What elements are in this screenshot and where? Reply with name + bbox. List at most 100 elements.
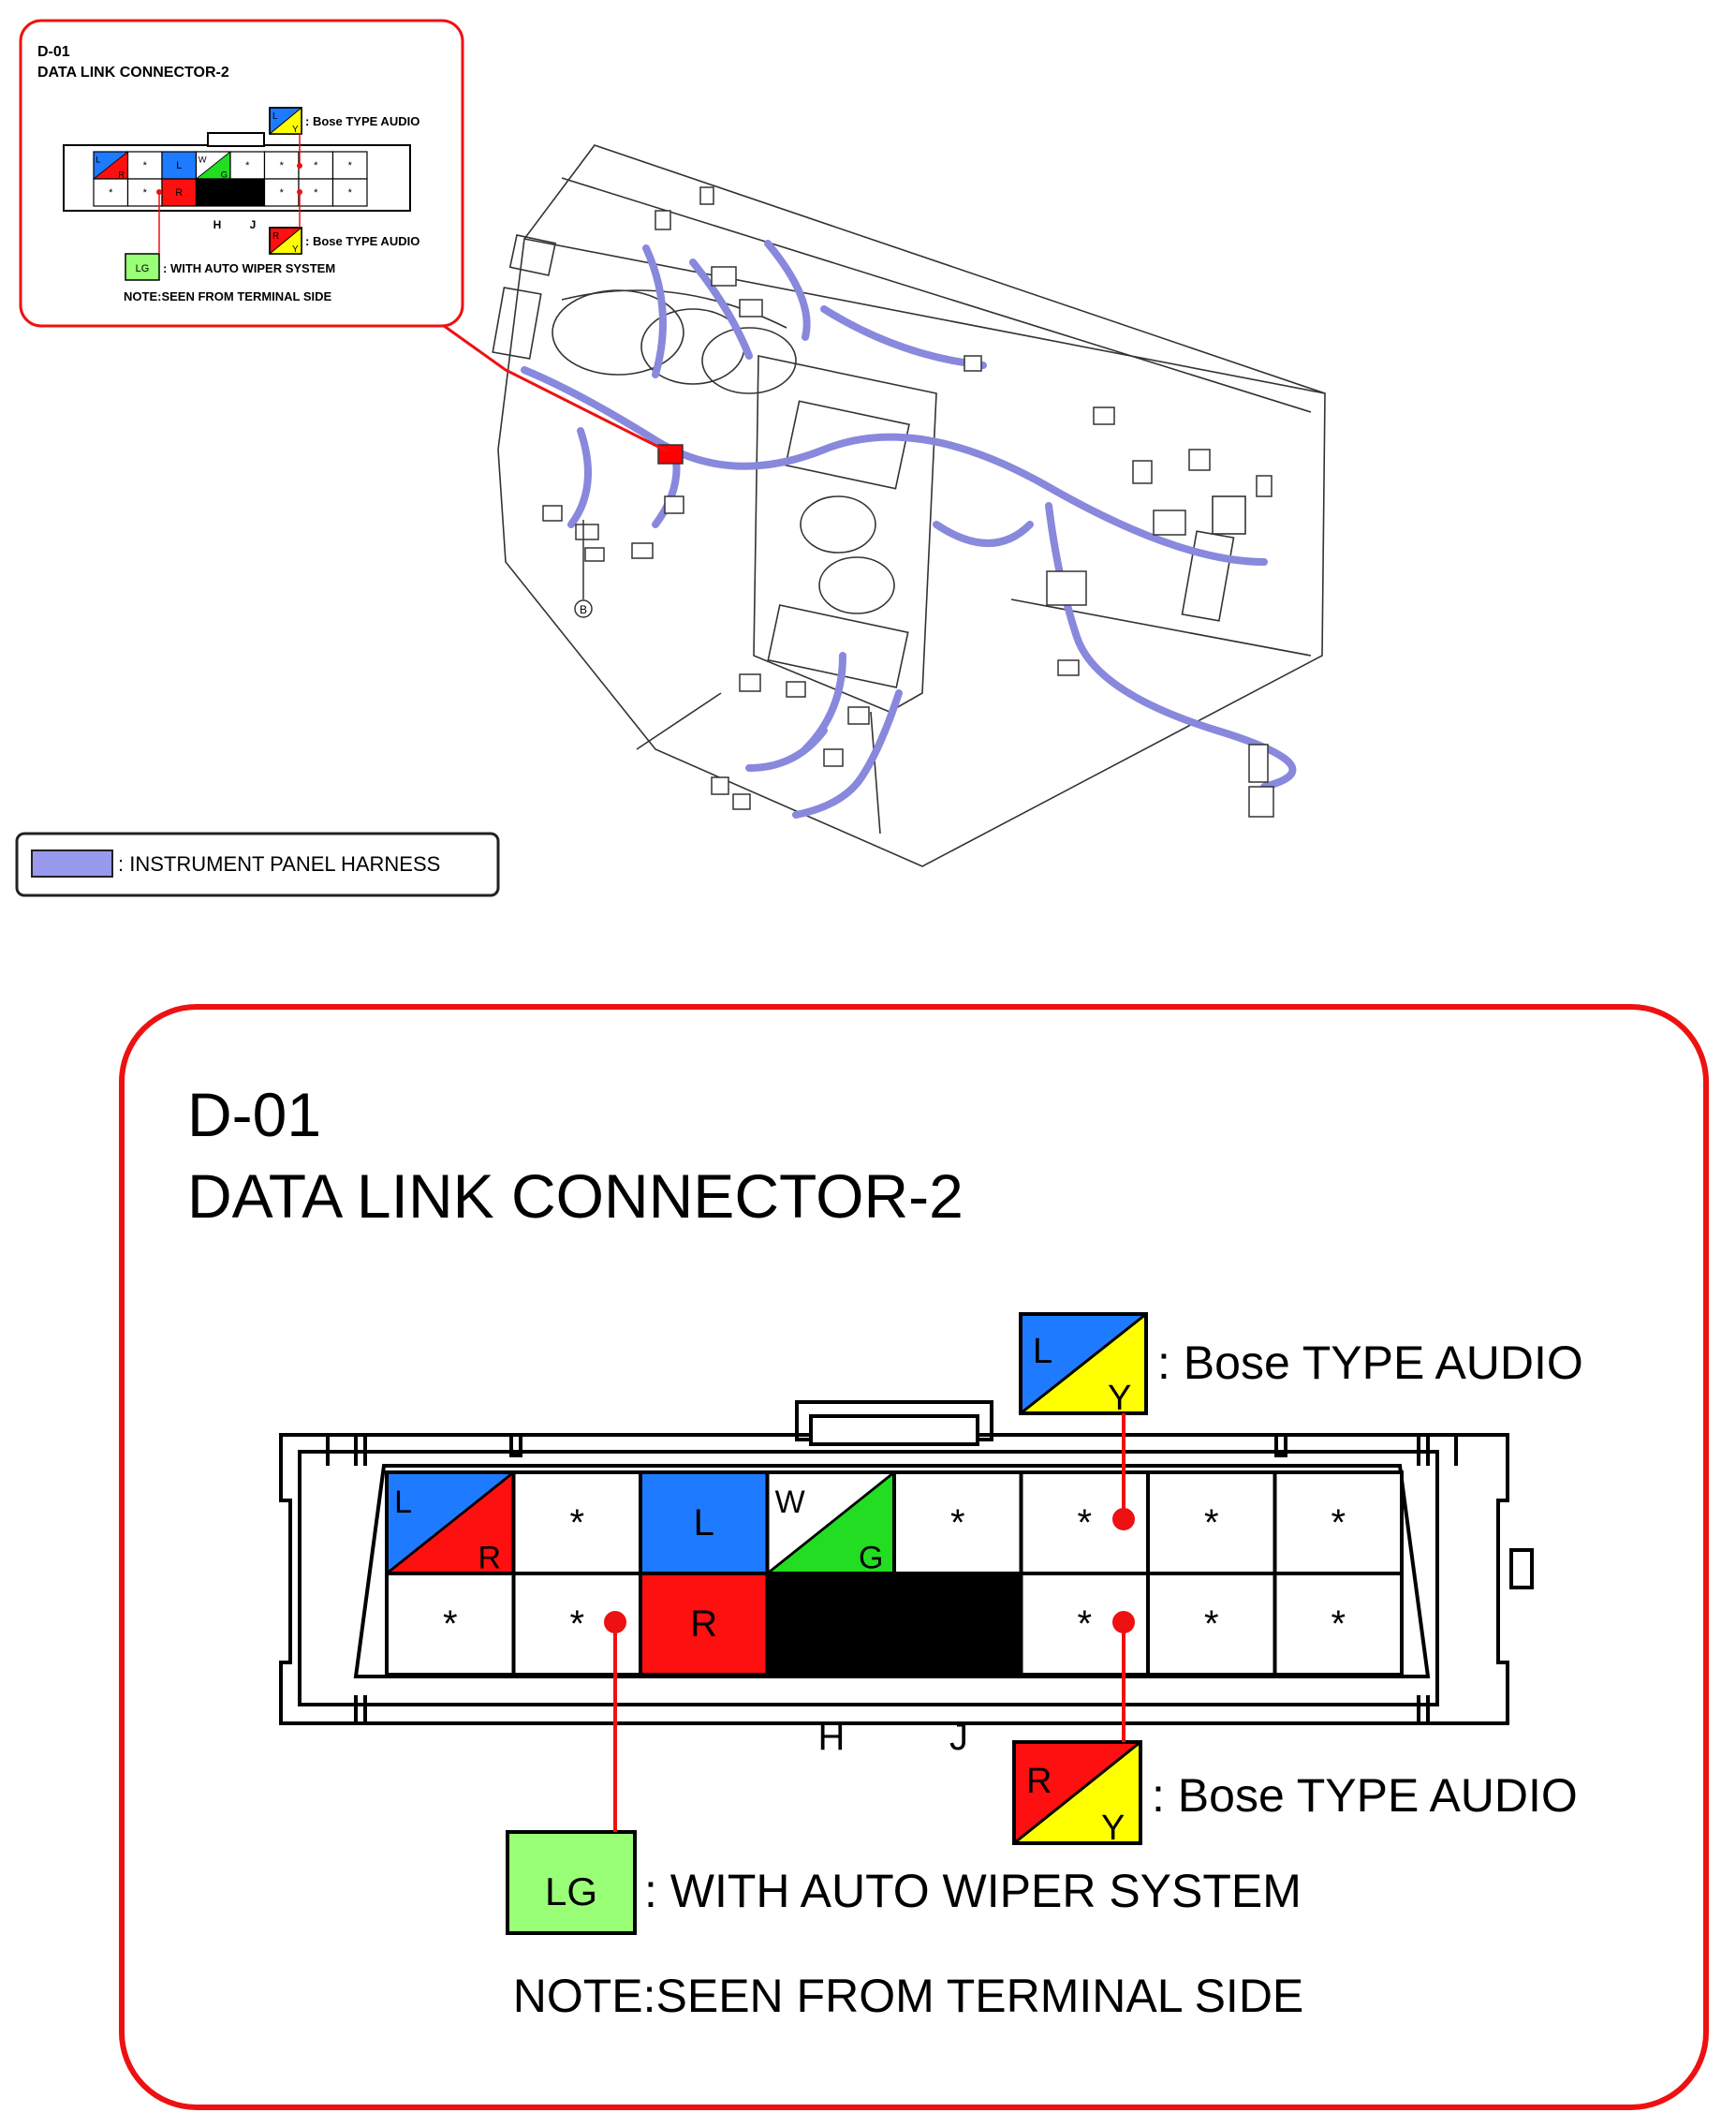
small-connector-name: DATA LINK CONNECTOR-2 bbox=[37, 65, 229, 81]
mini-terminal-r1c2: * bbox=[126, 151, 163, 180]
terminal-r2c1: * bbox=[385, 1572, 516, 1676]
mini-terminal-r2c1: * bbox=[93, 178, 129, 207]
terminal-color-b: G bbox=[859, 1541, 883, 1576]
mini-terminal-r2c3: R bbox=[161, 178, 198, 207]
legend-bose-ly: L Y : Bose TYPE AUDIO bbox=[1019, 1312, 1583, 1418]
svg-text:R: R bbox=[272, 231, 279, 242]
marker-b-callout: B bbox=[574, 520, 593, 618]
terminal-color-b: G bbox=[221, 170, 228, 180]
terminal-label: * bbox=[1331, 1502, 1346, 1544]
svg-text:Y: Y bbox=[292, 244, 299, 255]
terminal-r1c5: * bbox=[892, 1470, 1023, 1575]
terminal-color-b: R bbox=[478, 1541, 502, 1576]
harness-legend-swatch bbox=[31, 849, 113, 878]
terminal-label: R bbox=[690, 1603, 717, 1645]
terminal-label: * bbox=[1204, 1502, 1219, 1544]
terminal-label: * bbox=[1331, 1603, 1346, 1645]
mini-legend-bose-ly: LY bbox=[269, 107, 302, 135]
terminal-label: B bbox=[244, 187, 251, 199]
terminal-label: * bbox=[348, 187, 353, 199]
mini-legend-lg: LG : WITH AUTO WIPER SYSTEM bbox=[125, 253, 335, 281]
terminal-label: L bbox=[176, 160, 182, 171]
terminal-label: B bbox=[818, 1603, 844, 1645]
terminal-label: * bbox=[280, 187, 285, 199]
terminal-label: * bbox=[1077, 1502, 1092, 1544]
terminal-r1c1: LR bbox=[385, 1470, 516, 1576]
mini-terminal-r1c3: L bbox=[161, 151, 198, 180]
mini-terminal-r2c8: * bbox=[331, 178, 368, 207]
svg-text:: WITH AUTO WIPER SYSTEM: : WITH AUTO WIPER SYSTEM bbox=[163, 261, 335, 275]
terminal-label: * bbox=[569, 1603, 584, 1645]
terminal-label: * bbox=[109, 187, 113, 199]
mini-legend-bose-ry: RY bbox=[269, 227, 302, 255]
mini-terminal-r1c4: WG bbox=[195, 151, 231, 180]
terminal-r1c2: * bbox=[511, 1470, 642, 1575]
pin-marker-h: H bbox=[818, 1717, 846, 1758]
mini-terminal-r1c5: * bbox=[229, 151, 266, 180]
terminal-label: * bbox=[143, 187, 148, 199]
terminal-label: * bbox=[443, 1603, 458, 1645]
terminal-r2c7: * bbox=[1146, 1572, 1277, 1676]
mini-pin-marker-h: H bbox=[213, 218, 222, 231]
terminal-label: * bbox=[348, 160, 353, 171]
mini-terminal-r2c5: B bbox=[229, 178, 266, 207]
mini-terminal-r1c7: * bbox=[298, 151, 334, 180]
legend-bose-ry-a: R bbox=[1026, 1762, 1052, 1801]
terminal-label: L bbox=[694, 1502, 714, 1544]
svg-text:LG: LG bbox=[136, 263, 150, 274]
terminal-label: * bbox=[280, 160, 285, 171]
pin-marker-j: J bbox=[949, 1717, 968, 1758]
legend-bose-ry-b: Y bbox=[1101, 1809, 1125, 1848]
terminal-color-a: W bbox=[199, 155, 207, 165]
instrument-panel-drawing bbox=[492, 144, 1326, 867]
callout-leader-line bbox=[439, 321, 669, 453]
mini-terminal-r1c1: LR bbox=[93, 151, 129, 180]
terminal-label: * bbox=[314, 187, 318, 199]
terminal-color-a: W bbox=[775, 1484, 805, 1520]
terminal-r1c3: L bbox=[639, 1470, 770, 1575]
mini-terminal-r1c8: * bbox=[331, 151, 368, 180]
mini-legend-bose-ry-text: : Bose TYPE AUDIO bbox=[305, 234, 419, 248]
terminal-label: B bbox=[210, 187, 216, 199]
terminal-label: * bbox=[569, 1502, 584, 1544]
terminal-label: * bbox=[245, 160, 250, 171]
connector-name: DATA LINK CONNECTOR-2 bbox=[187, 1161, 964, 1231]
mini-terminal-r2c6: * bbox=[263, 178, 300, 207]
legend-lg-label: LG bbox=[545, 1869, 597, 1913]
terminal-label: R bbox=[175, 187, 183, 199]
terminal-color-b: R bbox=[118, 170, 125, 180]
mini-pin-marker-j: J bbox=[250, 218, 257, 231]
legend-lg: LG : WITH AUTO WIPER SYSTEM bbox=[506, 1830, 1302, 1935]
mini-note-text: NOTE:SEEN FROM TERMINAL SIDE bbox=[124, 289, 332, 303]
svg-text:Y: Y bbox=[292, 125, 299, 135]
terminal-label: * bbox=[1077, 1603, 1092, 1645]
terminal-r1c8: * bbox=[1273, 1470, 1404, 1575]
terminal-color-a: L bbox=[394, 1484, 412, 1520]
terminal-label: * bbox=[314, 160, 318, 171]
legend-bose-ly-a: L bbox=[1033, 1332, 1052, 1371]
small-connector-code: D-01 bbox=[37, 44, 70, 60]
terminal-r2c4: B bbox=[765, 1572, 896, 1676]
terminal-r2c8: * bbox=[1273, 1572, 1404, 1676]
terminal-label: * bbox=[1204, 1603, 1219, 1645]
mini-terminal-r2c7: * bbox=[298, 178, 334, 207]
legend-bose-ry-text: : Bose TYPE AUDIO bbox=[1152, 1769, 1578, 1822]
svg-text:L: L bbox=[272, 111, 278, 122]
terminal-label: B bbox=[945, 1603, 970, 1645]
mini-terminal-r1c6: * bbox=[263, 151, 300, 180]
harness-connectors bbox=[542, 186, 1274, 818]
terminal-r2c3: R bbox=[639, 1572, 770, 1676]
terminal-r2c5: B bbox=[892, 1572, 1023, 1676]
harness-legend: : INSTRUMENT PANEL HARNESS bbox=[15, 832, 500, 897]
note-text: NOTE:SEEN FROM TERMINAL SIDE bbox=[513, 1970, 1304, 2022]
terminal-color-a: L bbox=[96, 155, 100, 165]
terminal-r1c7: * bbox=[1146, 1470, 1277, 1575]
legend-leader-lines bbox=[604, 1413, 1135, 1832]
mini-terminal-r2c2: * bbox=[126, 178, 163, 207]
mini-terminal-r2c4: B bbox=[195, 178, 231, 207]
connector-code: D-01 bbox=[187, 1080, 321, 1149]
mini-legend-bose-ly-text: : Bose TYPE AUDIO bbox=[305, 114, 419, 128]
legend-lg-text: : WITH AUTO WIPER SYSTEM bbox=[644, 1865, 1302, 1917]
